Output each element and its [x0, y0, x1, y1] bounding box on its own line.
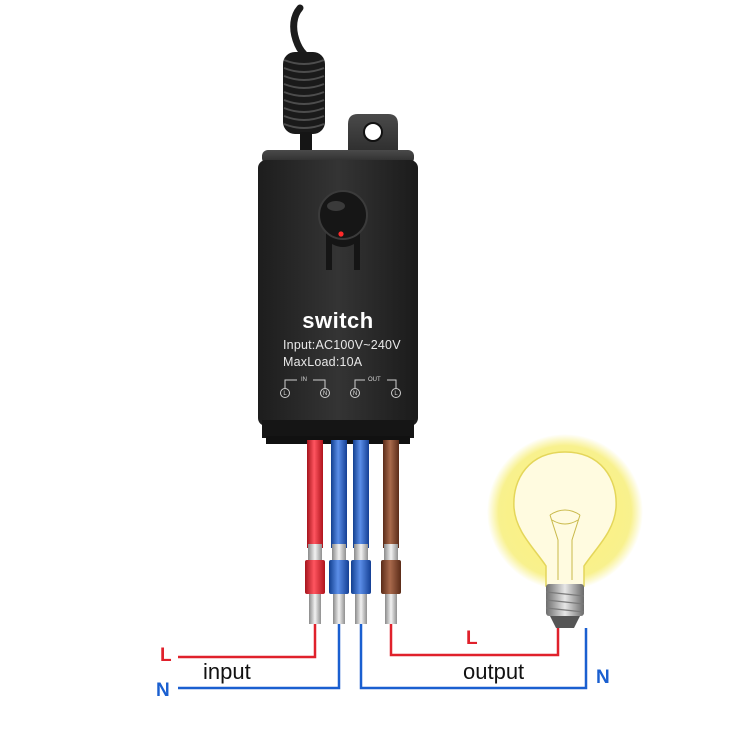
input-label: input [203, 659, 251, 684]
terminal-out-n: N [350, 388, 360, 398]
led-icon [338, 231, 344, 237]
button-icon [318, 190, 368, 270]
output-live-label: L [466, 628, 478, 649]
in-terminal-group-label: IN [301, 377, 307, 383]
terminal-out-l: L [391, 388, 401, 398]
light-bulb-icon [487, 434, 643, 628]
max-load-spec: MaxLoad:10A [283, 355, 363, 369]
crimp-connectors [305, 544, 401, 624]
terminal-brackets [284, 379, 397, 388]
antenna-icon [283, 4, 325, 154]
output-neutral-label: N [596, 667, 610, 688]
wire-bundle [307, 440, 399, 548]
output-label: output [463, 659, 525, 684]
input-neutral-label: N [156, 680, 170, 701]
schematic-lines [178, 624, 588, 690]
input-spec: Input:AC100V~240V [283, 338, 401, 352]
mounting-tab [348, 114, 398, 158]
input-live-label: L [160, 645, 172, 666]
device-title: switch [302, 308, 374, 333]
out-terminal-group-label: OUT [368, 377, 381, 383]
terminal-in-l: L [280, 388, 290, 398]
terminal-in-n: N [320, 388, 330, 398]
